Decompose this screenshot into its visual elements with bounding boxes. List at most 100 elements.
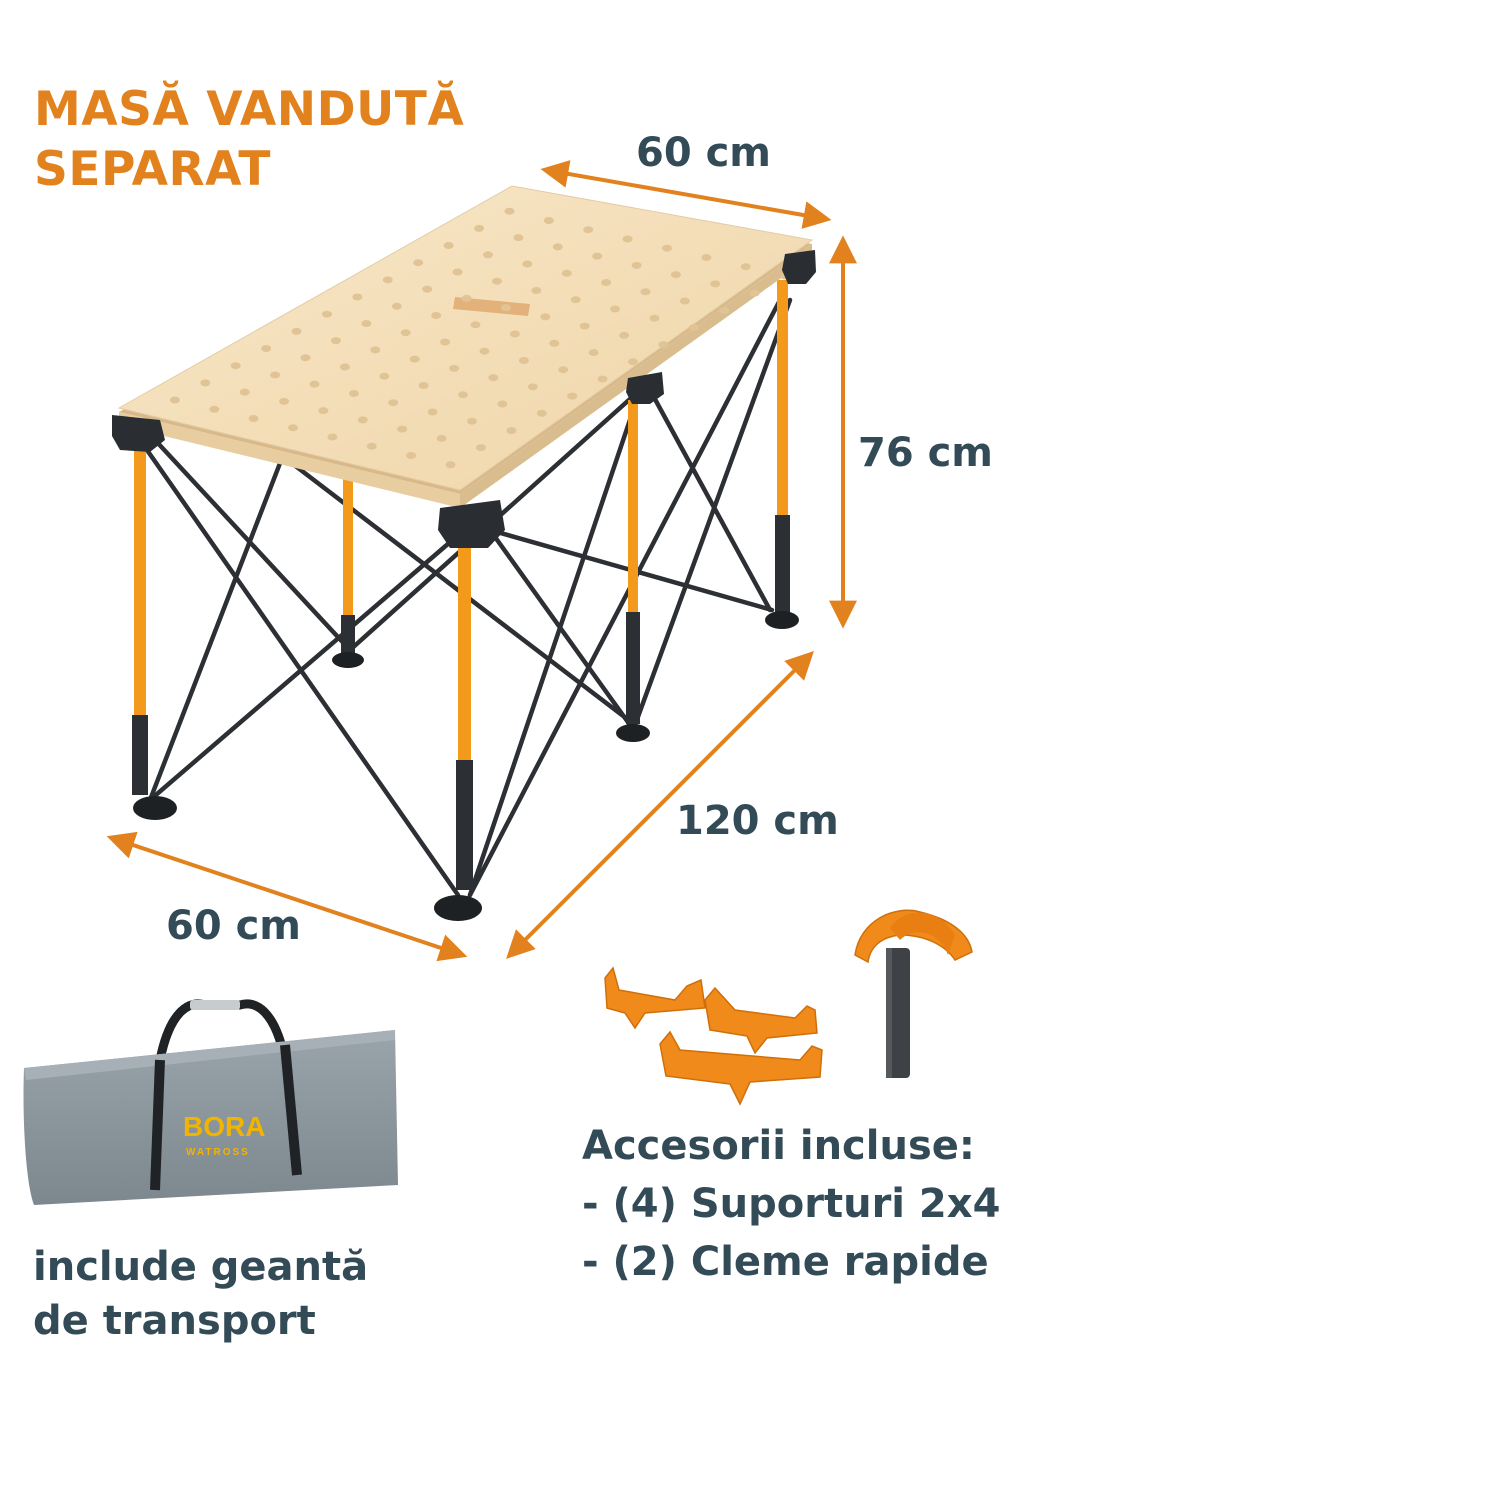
dog-hole <box>561 269 572 277</box>
accessories-title: Accesorii incluse: <box>582 1123 975 1169</box>
dog-hole <box>452 268 463 276</box>
dog-hole <box>291 327 302 335</box>
dog-hole <box>461 294 472 302</box>
dog-hole <box>500 304 511 312</box>
dog-hole <box>406 452 417 459</box>
dimension-top-width: 60 cm <box>636 130 771 176</box>
dog-hole <box>549 339 560 347</box>
dog-hole <box>518 357 529 364</box>
dog-hole <box>279 397 290 405</box>
dog-hole <box>701 254 712 261</box>
dog-hole <box>300 354 311 362</box>
accessory-item: - (4) Suporturi 2x4 <box>582 1181 1001 1227</box>
dog-hole <box>431 312 442 319</box>
dog-hole <box>679 297 690 305</box>
accessories-caption: Accesorii incluse: - (4) Suporturi 2x4 -… <box>582 1117 1042 1291</box>
dog-hole <box>400 329 411 337</box>
dog-hole <box>497 400 508 408</box>
dog-hole <box>413 259 424 267</box>
dog-hole <box>509 330 520 338</box>
table-cross-braces <box>137 297 793 898</box>
dog-hole <box>662 244 672 252</box>
bag-caption: include geantă de transport <box>33 1240 433 1348</box>
support-piece <box>604 966 706 1030</box>
dog-hole <box>483 251 493 259</box>
dog-hole <box>658 341 669 349</box>
dog-hole <box>558 366 569 374</box>
dog-hole <box>592 252 603 260</box>
dog-hole <box>379 372 390 380</box>
dog-hole <box>536 409 547 417</box>
dog-hole <box>370 346 381 354</box>
bag-brand-sub-label: WATROSS <box>186 1147 250 1158</box>
dog-hole <box>570 296 581 304</box>
dog-hole <box>436 434 447 442</box>
dog-hole <box>670 271 681 279</box>
dog-hole <box>628 358 638 366</box>
dog-hole <box>318 407 329 415</box>
dog-hole <box>527 383 538 391</box>
dog-hole <box>409 355 420 363</box>
bag-caption-line-2: de transport <box>33 1298 316 1344</box>
dog-hole <box>458 391 468 399</box>
dog-hole <box>504 207 515 215</box>
dog-hole <box>339 363 350 371</box>
dog-hole <box>391 302 402 310</box>
carry-bag: BORA WATROSS <box>23 999 399 1205</box>
dimension-front-width: 60 cm <box>166 903 301 949</box>
dog-hole <box>588 349 599 356</box>
corner-brackets <box>112 250 816 548</box>
dog-hole <box>270 371 281 379</box>
dog-hole <box>522 260 533 268</box>
headline-line-1: MASĂ VANDUTĂ <box>34 82 465 137</box>
front-width-arrow <box>106 831 468 962</box>
dog-hole <box>719 306 730 314</box>
dog-hole <box>640 288 651 296</box>
dog-hole <box>443 242 454 249</box>
dog-hole <box>288 424 298 432</box>
dog-hole <box>248 415 259 422</box>
dog-hole <box>470 321 481 329</box>
dog-hole <box>583 226 594 234</box>
quick-clamp <box>854 909 973 1078</box>
dog-hole <box>619 331 630 339</box>
dog-hole <box>230 362 241 370</box>
dog-hole <box>649 314 660 322</box>
length-arrow <box>506 651 814 959</box>
dog-hole <box>209 405 220 413</box>
dog-hole <box>688 324 699 331</box>
dog-hole <box>348 390 359 397</box>
dog-hole <box>740 263 751 271</box>
dog-hole <box>352 293 363 301</box>
dog-hole <box>327 433 338 441</box>
dog-hole <box>361 320 372 327</box>
dog-hole <box>422 285 433 293</box>
dog-hole <box>622 235 633 243</box>
dog-hole <box>540 313 551 321</box>
support-2x4-pieces <box>604 966 823 1106</box>
dog-hole <box>366 442 377 450</box>
dog-hole <box>567 392 578 400</box>
dog-hole <box>382 276 393 284</box>
dog-hole <box>200 379 211 387</box>
dog-hole <box>449 364 460 372</box>
dog-hole <box>610 305 621 313</box>
dog-hole <box>506 427 517 434</box>
dog-hole <box>631 261 642 269</box>
dog-hole <box>475 444 486 452</box>
dog-hole <box>418 382 429 389</box>
support-piece <box>659 1030 823 1106</box>
accessory-item: - (2) Cleme rapide <box>582 1239 989 1285</box>
dog-hole <box>440 338 451 346</box>
dog-hole <box>710 280 721 288</box>
headline: MASĂ VANDUTĂ SEPARAT <box>34 80 554 200</box>
dog-hole <box>397 425 408 433</box>
table-legs <box>132 280 799 921</box>
dog-hole <box>474 224 485 232</box>
dog-hole <box>388 399 399 407</box>
dog-hole <box>239 388 250 396</box>
dog-hole <box>513 234 524 242</box>
dog-hole <box>479 347 490 355</box>
dog-hole <box>169 396 180 404</box>
